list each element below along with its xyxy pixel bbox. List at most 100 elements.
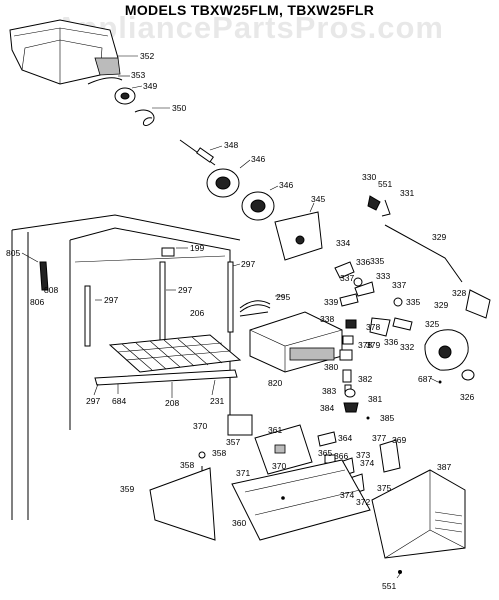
part-808 <box>39 261 49 291</box>
label-375: 375 <box>377 483 391 493</box>
label-346a: 346 <box>251 154 265 164</box>
label-199: 199 <box>190 243 204 253</box>
label-336a: 336 <box>356 257 370 267</box>
mounting-bracket <box>254 424 313 475</box>
label-551a: 551 <box>378 179 392 189</box>
label-366: 366 <box>334 451 348 461</box>
wire-shelf <box>108 334 242 373</box>
shelf-rails <box>84 261 238 386</box>
label-206: 206 <box>190 308 204 318</box>
freezer-cabinet <box>11 214 241 520</box>
label-364: 364 <box>338 433 352 443</box>
part-328 <box>465 289 491 319</box>
label-345: 345 <box>311 194 325 204</box>
label-329b: 329 <box>434 300 448 310</box>
leader-lines <box>21 55 439 579</box>
part-labels: 352 353 349 350 348 346 346 345 330 551 … <box>6 51 474 591</box>
label-326: 326 <box>460 392 474 402</box>
label-325: 325 <box>425 319 439 329</box>
label-349: 349 <box>143 81 157 91</box>
label-231: 231 <box>210 396 224 406</box>
label-808: 808 <box>44 285 58 295</box>
ice-maker-motor <box>424 329 475 384</box>
label-365: 365 <box>318 448 332 458</box>
diagram-title: MODELS TBXW25FLM, TBXW25FLR <box>124 2 375 18</box>
label-337a: 337 <box>340 273 354 283</box>
label-372: 372 <box>356 497 370 507</box>
switch-parts <box>367 195 391 217</box>
label-337b: 337 <box>392 280 406 290</box>
label-208: 208 <box>165 398 179 408</box>
label-373: 373 <box>356 450 370 460</box>
wire-harness <box>239 300 271 317</box>
label-377: 377 <box>372 433 386 443</box>
dispenser-chute <box>371 469 466 559</box>
label-374a: 374 <box>360 458 374 468</box>
label-359: 359 <box>120 484 134 494</box>
ice-maker <box>249 311 343 373</box>
part-369 <box>379 439 401 473</box>
label-360: 360 <box>232 518 246 528</box>
label-379: 379 <box>366 340 380 350</box>
auger-parts <box>87 77 216 166</box>
label-381: 381 <box>368 394 382 404</box>
label-297c: 297 <box>104 295 118 305</box>
label-350: 350 <box>172 103 186 113</box>
front-panel <box>149 467 216 541</box>
label-339: 339 <box>324 297 338 307</box>
label-357: 357 <box>226 437 240 447</box>
label-331: 331 <box>400 188 414 198</box>
label-335b: 335 <box>406 297 420 307</box>
label-297d: 297 <box>86 396 100 406</box>
label-384: 384 <box>320 403 334 413</box>
label-820: 820 <box>268 378 282 388</box>
bucket-tray <box>231 459 371 541</box>
label-295: 295 <box>276 292 290 302</box>
label-358a: 358 <box>212 448 226 458</box>
label-383: 383 <box>322 386 336 396</box>
label-805: 805 <box>6 248 20 258</box>
screw-551 <box>398 570 402 574</box>
label-353: 353 <box>131 70 145 80</box>
label-348: 348 <box>224 140 238 150</box>
control-parts <box>343 388 370 420</box>
label-374b: 374 <box>340 490 354 500</box>
label-371: 371 <box>236 468 250 478</box>
clips <box>334 261 413 337</box>
label-352: 352 <box>140 51 154 61</box>
label-358b: 358 <box>180 460 194 470</box>
label-378b: 378 <box>358 340 372 350</box>
label-361: 361 <box>268 425 282 435</box>
label-330: 330 <box>362 172 376 182</box>
label-338: 338 <box>320 314 334 324</box>
motor-bracket <box>274 211 323 261</box>
label-333: 333 <box>376 271 390 281</box>
label-332: 332 <box>400 342 414 352</box>
label-385: 385 <box>380 413 394 423</box>
watermark: AppliancePartsPros.com <box>55 10 444 45</box>
label-684: 684 <box>112 396 126 406</box>
label-370a: 370 <box>193 421 207 431</box>
label-297b: 297 <box>178 285 192 295</box>
part-370 <box>227 414 253 436</box>
label-335a: 335 <box>370 256 384 266</box>
label-328: 328 <box>452 288 466 298</box>
label-551b: 551 <box>382 581 396 591</box>
label-378a: 378 <box>366 322 380 332</box>
label-369: 369 <box>392 435 406 445</box>
ice-bucket <box>9 19 121 85</box>
label-346b: 346 <box>279 180 293 190</box>
label-387: 387 <box>437 462 451 472</box>
label-370b: 370 <box>272 461 286 471</box>
label-329a: 329 <box>432 232 446 242</box>
label-334: 334 <box>336 238 350 248</box>
label-380: 380 <box>324 362 338 372</box>
label-806: 806 <box>30 297 44 307</box>
label-382: 382 <box>358 374 372 384</box>
label-336b: 336 <box>384 337 398 347</box>
label-687: 687 <box>418 374 432 384</box>
feeler-arm-wire <box>384 224 463 283</box>
auger-motor-fans <box>206 168 275 221</box>
